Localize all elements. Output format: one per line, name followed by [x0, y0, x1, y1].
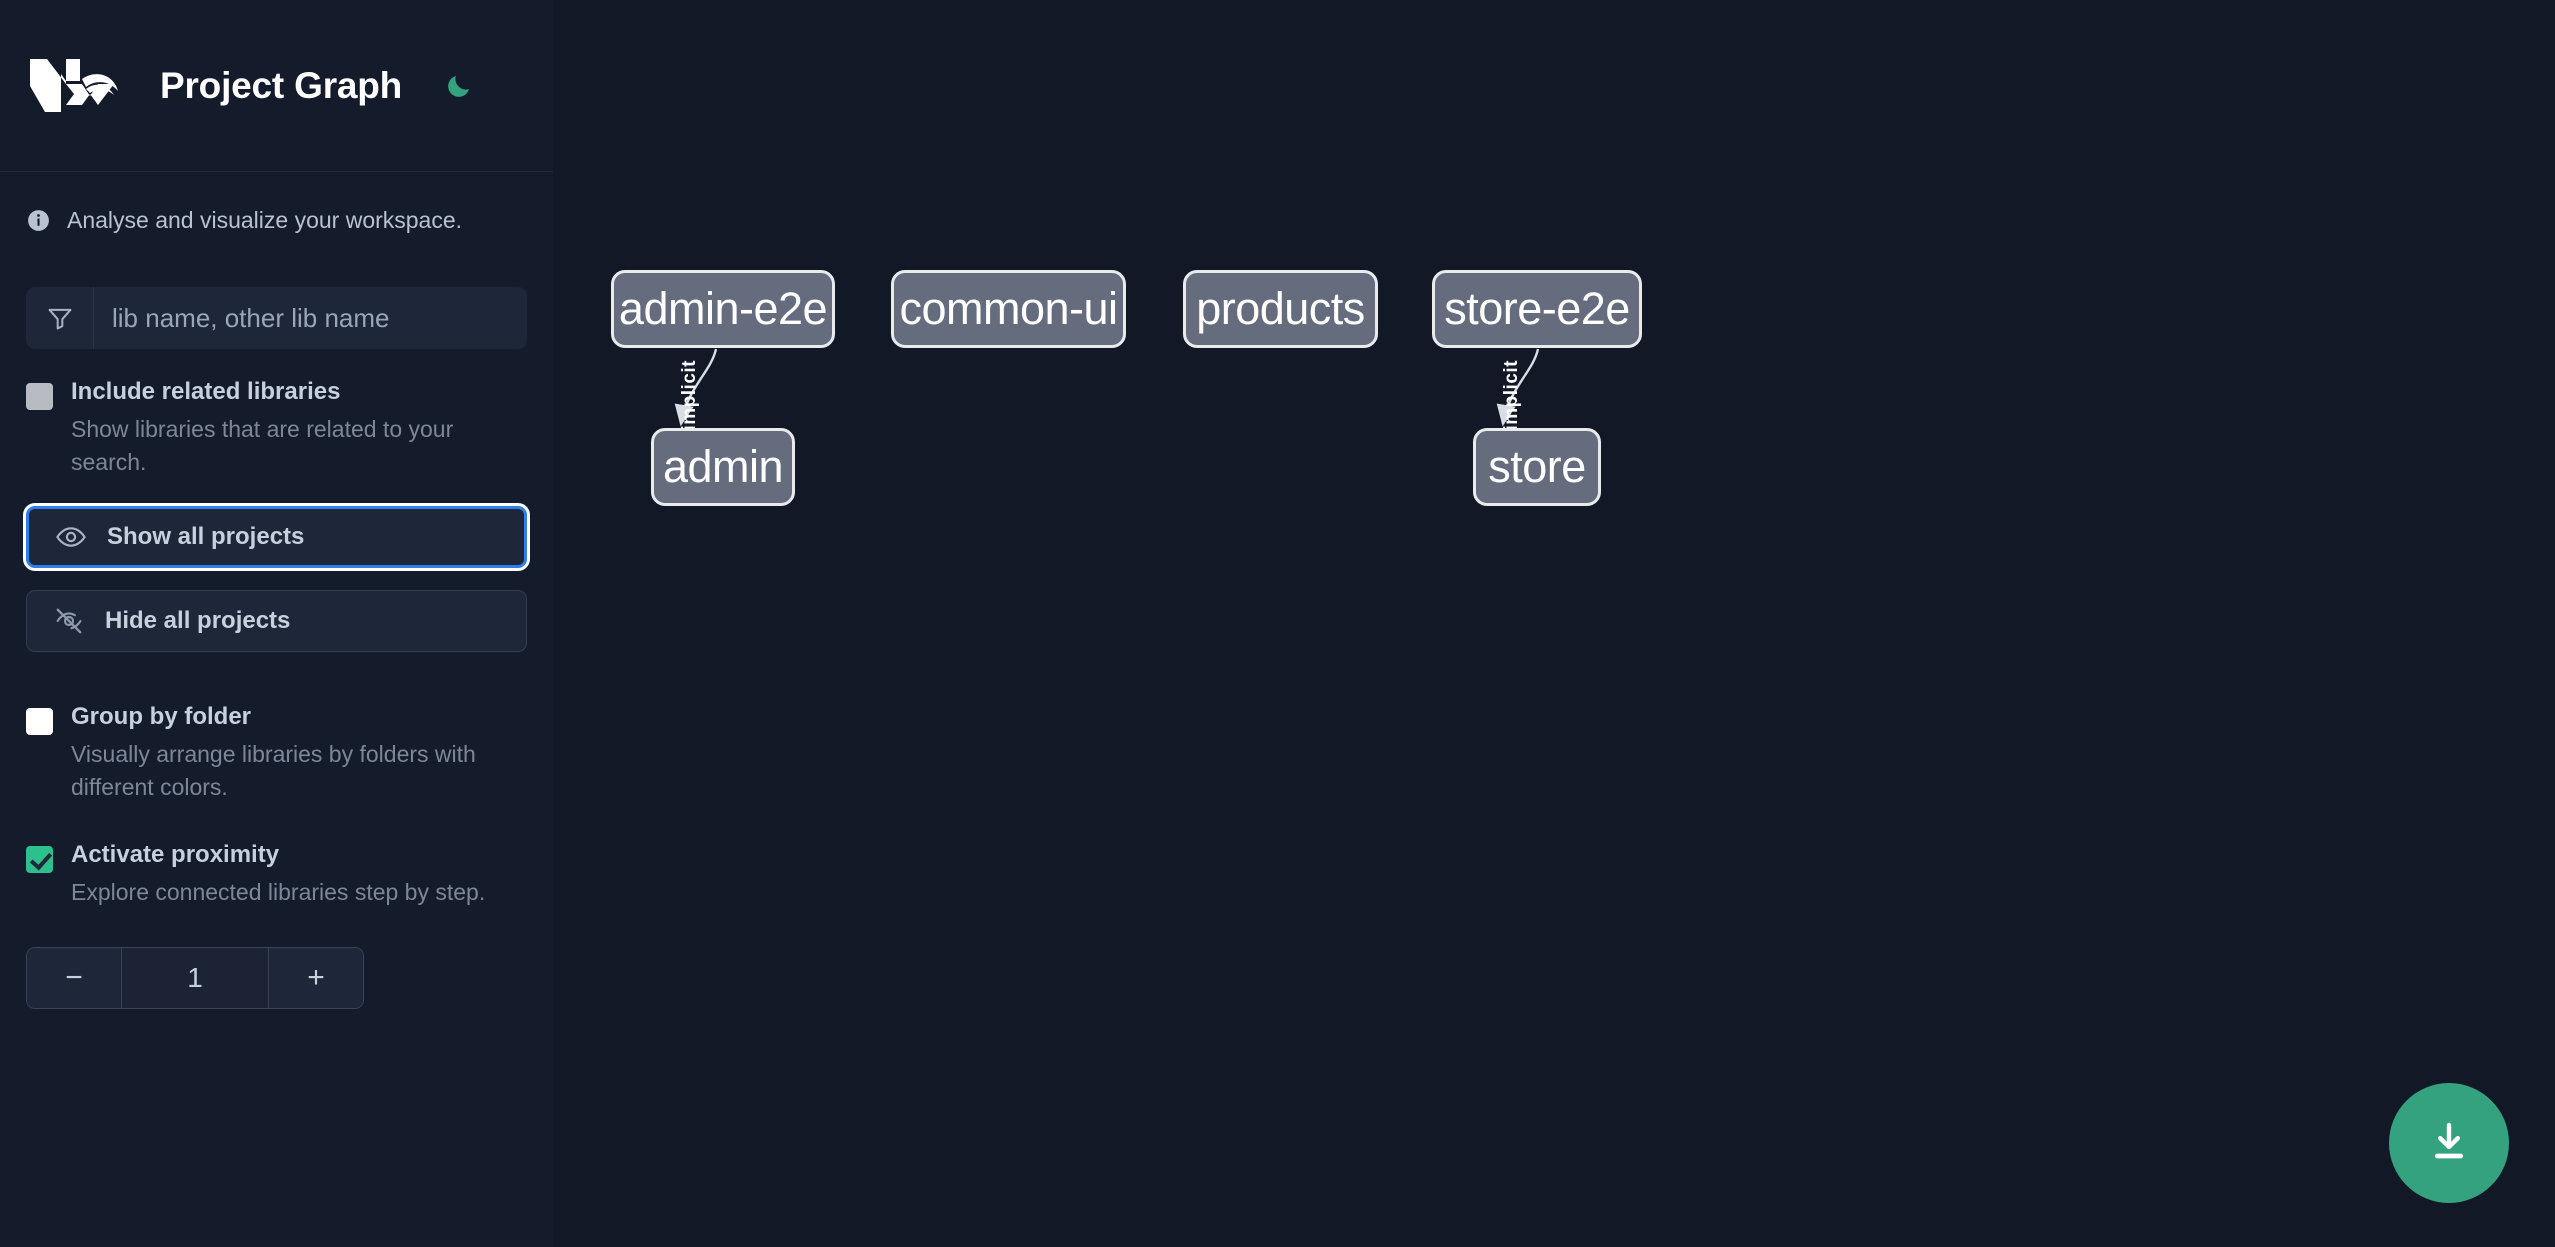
option-label: Group by folder [71, 703, 251, 731]
option-description: Explore connected libraries step by step… [71, 878, 486, 905]
sidebar-body: Include related libraries Show libraries… [0, 287, 553, 1009]
sidebar-header: Project Graph [0, 0, 553, 172]
graph-node-admin[interactable]: admin [651, 428, 795, 506]
option-label: Include related libraries [71, 378, 341, 405]
page-title: Project Graph [160, 64, 403, 106]
sidebar-subtitle: Analyse and visualize your workspace. [67, 206, 463, 233]
option-label: Activate proximity [71, 840, 280, 868]
hide-all-projects-button[interactable]: Hide all projects [26, 590, 527, 653]
graph-node-products[interactable]: products [1183, 270, 1378, 348]
download-icon [2425, 1118, 2473, 1169]
sidebar: Project Graph Analyse and visualize your… [0, 0, 553, 1247]
graph-node-admin-e2e[interactable]: admin-e2e [611, 270, 835, 348]
option-activate-proximity[interactable]: Activate proximity Explore connected lib… [26, 838, 527, 909]
stepper-decrement-button[interactable]: − [27, 947, 122, 1008]
proximity-stepper[interactable]: − 1 + [26, 946, 364, 1009]
graph-canvas[interactable]: implicit implicit admin-e2e admin common… [553, 0, 2555, 1247]
group-by-folder-checkbox[interactable] [26, 708, 53, 736]
show-all-projects-button[interactable]: Show all projects [26, 506, 527, 569]
stepper-value: 1 [122, 947, 268, 1008]
graph-edges [674, 348, 1540, 427]
option-group-by-folder[interactable]: Group by folder Visually arrange librari… [26, 700, 527, 803]
search-input[interactable] [94, 287, 527, 349]
sidebar-subtitle-row: Analyse and visualize your workspace. [0, 172, 553, 268]
option-include-related-libraries[interactable]: Include related libraries Show libraries… [26, 375, 527, 478]
nx-logo [26, 53, 120, 119]
filter-funnel-icon [26, 287, 94, 349]
hide-all-projects-label: Hide all projects [105, 607, 291, 635]
activate-proximity-checkbox[interactable] [26, 845, 53, 873]
info-icon [26, 208, 51, 233]
stepper-increment-button[interactable]: + [268, 947, 363, 1008]
eye-icon [55, 521, 87, 553]
download-button[interactable] [2389, 1083, 2509, 1203]
eye-off-icon [53, 605, 85, 637]
graph-node-store[interactable]: store [1473, 428, 1601, 506]
moon-icon[interactable] [438, 65, 480, 107]
search-box[interactable] [26, 287, 527, 349]
edge-label-admin: implicit [679, 360, 700, 431]
graph-node-store-e2e[interactable]: store-e2e [1432, 270, 1642, 348]
option-description: Show libraries that are related to your … [71, 416, 454, 475]
include-related-libraries-checkbox[interactable] [26, 383, 53, 410]
show-all-projects-label: Show all projects [107, 523, 305, 551]
graph-node-common-ui[interactable]: common-ui [891, 270, 1126, 348]
option-description: Visually arrange libraries by folders wi… [71, 741, 476, 801]
edge-label-store: implicit [1501, 360, 1522, 431]
